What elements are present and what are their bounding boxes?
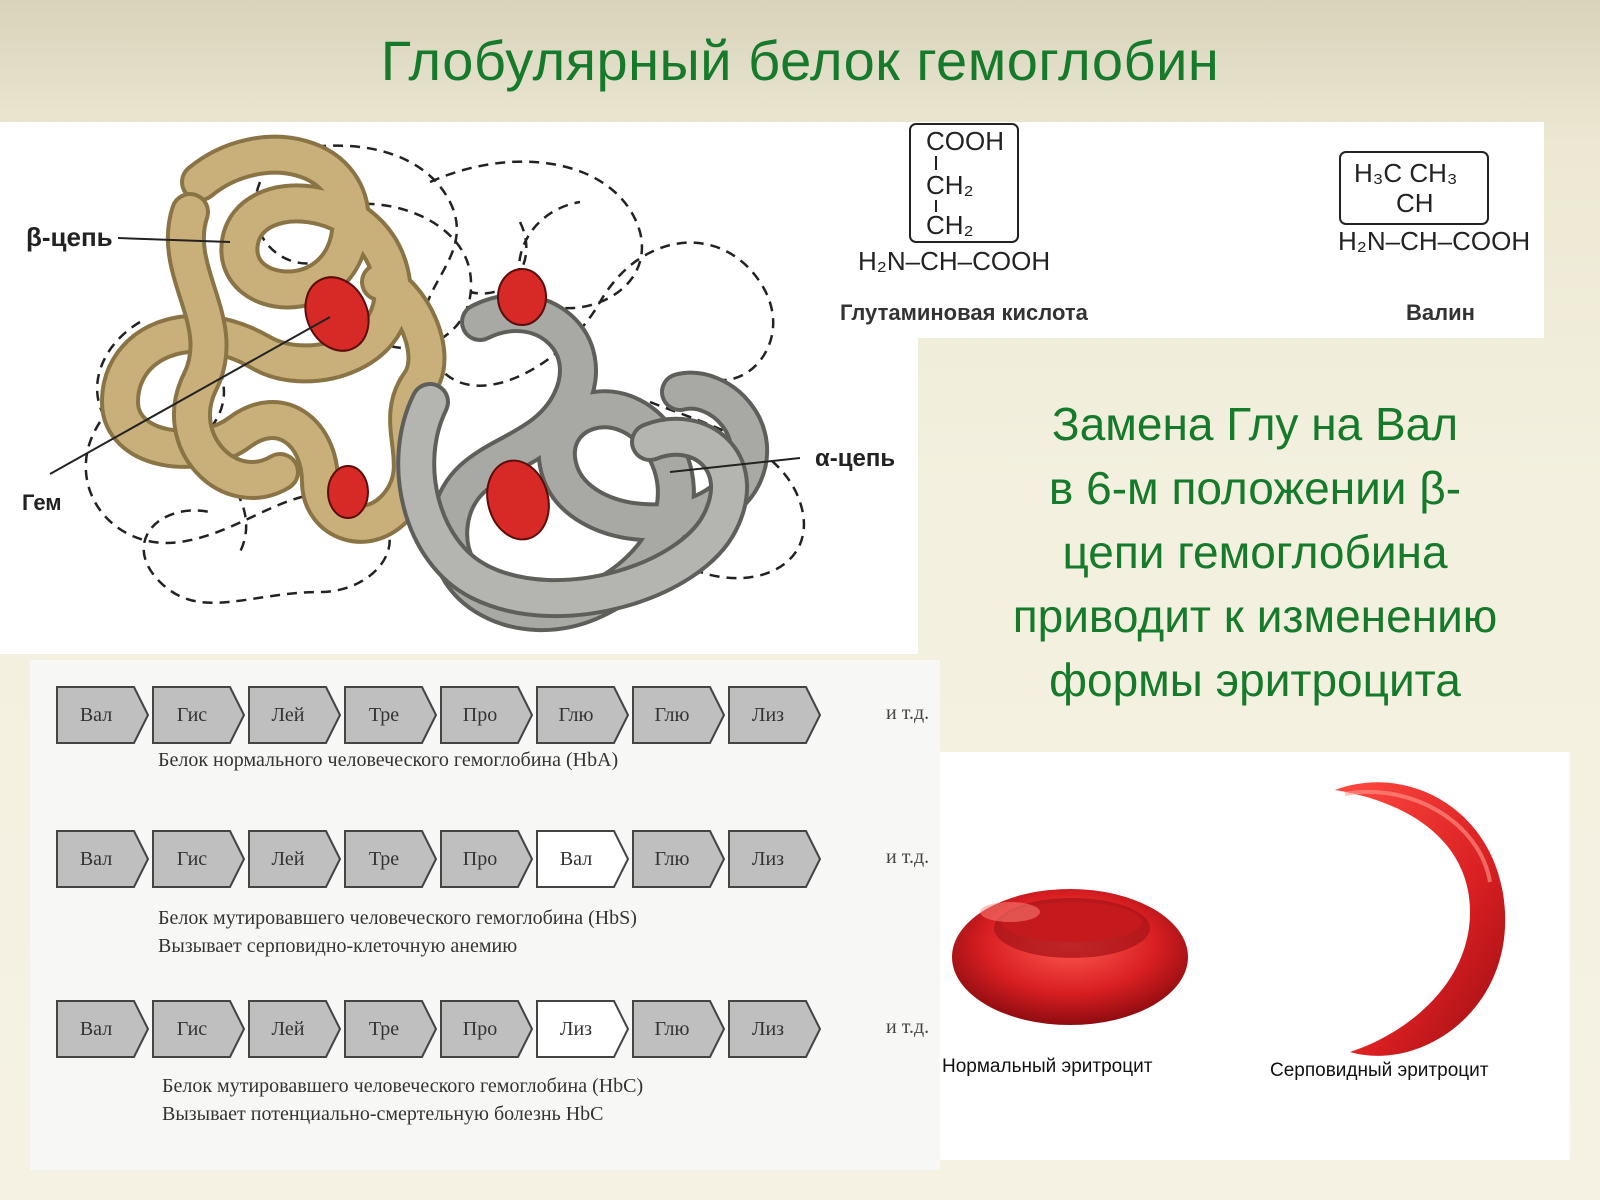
hemoglobin-structure-illustration: β-цепь α-цепь Гем [22,134,895,632]
mutation-line-2: в 6-м положении β- [1048,462,1462,514]
residue-box: Гис [152,686,246,744]
residue-box: Вал [56,1000,150,1058]
valine-formula: H₃C CH₃ CH H₂N–CH–COOH [1338,151,1530,256]
residue-label: Про [462,704,498,726]
sickle-erythrocyte [1335,782,1506,1056]
residue-box: Глю [632,830,726,888]
valine-name: Валин [1406,300,1475,325]
mutation-explanation: Замена Глу на Вал в 6-м положении β- цеп… [945,392,1565,712]
residue-label: Вал [79,704,113,726]
residue-label: Тре [368,704,400,726]
residue-label: Лиз [751,848,785,870]
glutamic-line-1: COOH [926,126,1004,156]
heme-groups [304,268,550,541]
mutation-line-3: цепи гемоглобина [1062,526,1448,578]
residue-label: Вал [559,848,593,870]
residue-box: Лей [248,686,342,744]
residue-label: Про [462,848,498,870]
etc-label: и т.д. [886,1016,930,1038]
alpha-chain-label: α-цепь [815,445,895,472]
residue-label: Лиз [559,1018,593,1040]
residue-box: Тре [344,830,438,888]
residue-box: Про [440,686,534,744]
residue-box: Про [440,1000,534,1058]
valine-line-2: CH [1396,188,1434,218]
sequences-panel: Вал Гис Лей Тре Про Глю Глю Лиз и т.д. Б… [30,660,940,1170]
caption-line: Вызывает потенциально-смертельную болезн… [162,1103,604,1125]
residue-box: Глю [632,1000,726,1058]
hemoglobin-structure-panel: β-цепь α-цепь Гем [0,122,918,654]
leader-lines [49,237,801,475]
heme-label: Гем [22,490,62,515]
glutamic-acid-formula: COOH CH₂ CH₂ H₂N–CH–COOH [858,123,1050,276]
residue-box: Вал [56,830,150,888]
residue-box: Лей [248,830,342,888]
residue-label: Глю [558,704,594,726]
residue-box: Тре [344,686,438,744]
residue-label: Гис [176,704,208,726]
residue-box: Лиз [728,686,822,744]
residue-label: Про [462,1018,498,1040]
erythrocyte-illustrations [952,782,1506,1056]
caption-line: Белок мутировавшего человеческого гемогл… [162,1075,644,1097]
residue-label: Лей [271,704,305,726]
residue-label: Вал [79,1018,113,1040]
glutamic-acid-name: Глутаминовая кислота [840,300,1088,325]
valine-line-1: H₃C CH₃ [1354,158,1458,188]
mutation-line-4: приводит к изменению [1012,590,1498,642]
beta-chain-label: β-цепь [26,222,113,252]
caption-line: Белок нормального человеческого гемоглоб… [158,749,619,771]
normal-erythrocyte [952,889,1188,1025]
page-title: Глобулярный белок гемоглобин [380,29,1220,92]
residue-box: Лей [248,1000,342,1058]
residue-label: Лей [271,1018,305,1040]
residue-label: Лиз [751,1018,785,1040]
glutamic-line-3: CH₂ [926,210,974,240]
residue-box: Про [440,830,534,888]
residue-label: Тре [368,848,400,870]
valine-line-3: H₂N–CH–COOH [1338,226,1530,256]
etc-label: и т.д. [886,846,930,868]
residue-box-mutated: Лиз [536,1000,630,1058]
caption-line: Белок мутировавшего человеческого гемогл… [158,907,637,929]
residue-box: Глю [536,686,630,744]
residue-label: Глю [654,1018,690,1040]
residue-box-mutated: Вал [536,830,630,888]
residue-box: Лиз [728,830,822,888]
erythrocytes-panel: Нормальный эритроцит Серповидный эритроц… [940,752,1570,1160]
sequence-caption-hbs: Белок мутировавшего человеческого гемогл… [158,904,637,960]
sequence-row-hbc: Вал Гис Лей Тре Про Лиз Глю Лиз и т.д. [56,1000,936,1060]
sequence-caption-hbc: Белок мутировавшего человеческого гемогл… [162,1072,643,1128]
residue-box: Тре [344,1000,438,1058]
sequence-caption-hba: Белок нормального человеческого гемоглоб… [158,746,618,774]
residue-box: Вал [56,686,150,744]
normal-erythrocyte-label: Нормальный эритроцит [942,1056,1153,1077]
mutation-line-1: Замена Глу на Вал [1051,398,1459,450]
sequence-row-hba: Вал Гис Лей Тре Про Глю Глю Лиз и т.д. [56,686,936,746]
amino-acid-formulas: COOH CH₂ CH₂ H₂N–CH–COOH H₃C CH₃ CH H₂N–… [858,123,1530,276]
glutamic-line-2: CH₂ [926,170,974,200]
residue-box: Лиз [728,1000,822,1058]
residue-label: Вал [79,848,113,870]
glutamic-line-4: H₂N–CH–COOH [858,246,1050,276]
amino-acids-panel: COOH CH₂ CH₂ H₂N–CH–COOH H₃C CH₃ CH H₂N–… [830,122,1544,338]
residue-label: Глю [654,848,690,870]
residue-label: Гис [176,1018,208,1040]
etc-label: и т.д. [886,702,930,724]
alpha-chain-tube [396,293,770,632]
beta-chain-tube [99,134,447,544]
residue-box: Гис [152,1000,246,1058]
residue-box: Гис [152,830,246,888]
mutation-line-5: формы эритроцита [1049,654,1461,706]
residue-label: Гис [176,848,208,870]
residue-box: Глю [632,686,726,744]
residue-label: Тре [368,1018,400,1040]
sickle-erythrocyte-label: Серповидный эритроцит [1270,1060,1489,1081]
residue-label: Глю [654,704,690,726]
sequence-row-hbs: Вал Гис Лей Тре Про Вал Глю Лиз и т.д. [56,830,936,890]
caption-line: Вызывает серповидно-клеточную анемию [158,935,518,957]
residue-label: Лей [271,848,305,870]
residue-label: Лиз [751,704,785,726]
